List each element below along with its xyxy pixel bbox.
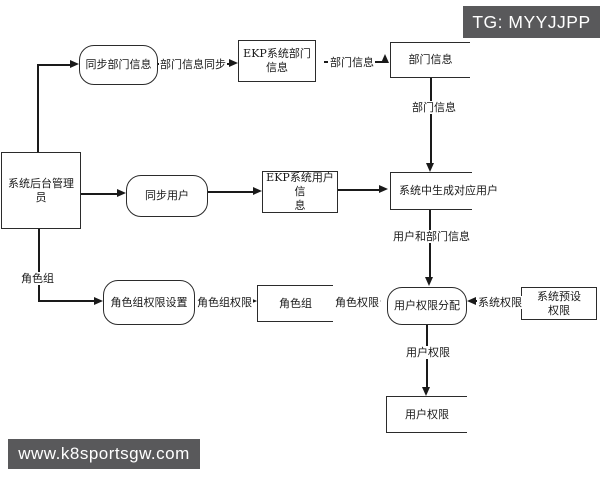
edge-genuser-down: [429, 210, 431, 277]
node-ekp-dept-line1: EKP系统部门: [243, 47, 311, 60]
edge-ekpuser-to-genuser: [338, 189, 380, 191]
watermark-website-text: www.k8sportsgw.com: [18, 444, 190, 463]
edge-admin-to-syncuser: [81, 193, 118, 195]
node-generate-user-label: 系统中生成对应用户: [399, 184, 498, 197]
edge-admin-down: [38, 229, 40, 302]
node-dept-info-store-label: 部门信息: [408, 53, 453, 66]
edge-label-role-group: 角色组: [20, 272, 55, 285]
node-role-perm-set-label: 角色组权限设置: [110, 295, 188, 309]
edge-label-role-group-perm: 角色组权限: [196, 296, 253, 309]
watermark-telegram-text: TG: MYYJJPP: [472, 11, 591, 32]
node-user-perm-store: 用户权限: [386, 396, 467, 433]
node-user-perm-alloc: 用户权限分配: [387, 287, 467, 325]
arrowhead-into-dept-store: [381, 54, 389, 63]
node-ekp-dept-line2: 信息: [266, 61, 288, 74]
arrowhead-into-gen-user-left: [379, 185, 388, 193]
node-ekp-dept-info: EKP系统部门 信息: [238, 40, 316, 82]
node-sync-user-label: 同步用户: [145, 189, 189, 202]
node-preset-perm-line1: 系统预设: [537, 289, 581, 303]
node-sys-admin-label: 系统后台管理员: [8, 176, 74, 204]
node-role-group-store: 角色组: [257, 285, 333, 322]
watermark-website: www.k8sportsgw.com: [8, 439, 200, 469]
edge-ekpdept-dash: [324, 61, 328, 63]
edge-admin-to-syncdept: [37, 64, 72, 66]
edge-admin-up: [37, 65, 39, 153]
watermark-telegram: TG: MYYJJPP: [463, 6, 600, 38]
edge-label-dept-sync: 部门信息同步: [159, 58, 227, 71]
edge-label-user-perm: 用户权限: [405, 346, 451, 359]
edge-deptstore-down: [430, 78, 432, 164]
arrowhead-into-perm-alloc-right: [467, 297, 476, 305]
node-sync-user: 同步用户: [126, 175, 208, 217]
edge-label-dept-info-down: 部门信息: [411, 101, 457, 114]
node-sys-admin: 系统后台管理员: [1, 152, 81, 229]
arrowhead-into-ekp-dept: [229, 59, 238, 67]
arrowhead-into-role-perm-set: [94, 297, 103, 305]
edge-label-sys-perm: 系统权限: [477, 296, 523, 309]
edge-syncuser-to-ekpuser: [208, 191, 254, 193]
node-role-perm-set: 角色组权限设置: [103, 280, 195, 325]
edge-label-dept-info-in: 部门信息: [329, 56, 375, 69]
node-preset-perm-line2: 权限: [548, 303, 570, 317]
node-generate-user: 系统中生成对应用户: [390, 172, 498, 210]
node-sync-dept-label: 同步部门信息: [85, 58, 152, 71]
node-user-perm-store-label: 用户权限: [405, 407, 449, 421]
edge-label-user-dept-info: 用户和部门信息: [392, 230, 471, 243]
node-user-perm-alloc-label: 用户权限分配: [394, 299, 460, 312]
arrowhead-into-ekp-user: [253, 187, 262, 195]
node-dept-info-store: 部门信息: [390, 42, 470, 78]
edge-into-dept-store: [374, 61, 386, 63]
node-preset-perm: 系统预设 权限: [521, 287, 597, 320]
arrowhead-into-sync-user: [117, 189, 126, 197]
arrowhead-into-gen-user-top: [426, 163, 434, 172]
arrowhead-into-sync-dept: [70, 60, 79, 68]
node-ekp-user-line1: EKP系统用户信: [266, 171, 334, 198]
arrowhead-into-user-perm-store: [422, 387, 430, 396]
arrowhead-into-perm-alloc-top: [425, 277, 433, 286]
edge-label-role-perm: 角色权限: [334, 296, 380, 309]
edge-admin-to-rolepermset: [38, 300, 94, 302]
node-ekp-user-line2: 息: [294, 199, 306, 212]
node-ekp-user-info: EKP系统用户信 息: [262, 171, 338, 213]
node-sync-dept: 同步部门信息: [79, 45, 158, 85]
node-role-group-store-label: 角色组: [279, 296, 312, 310]
